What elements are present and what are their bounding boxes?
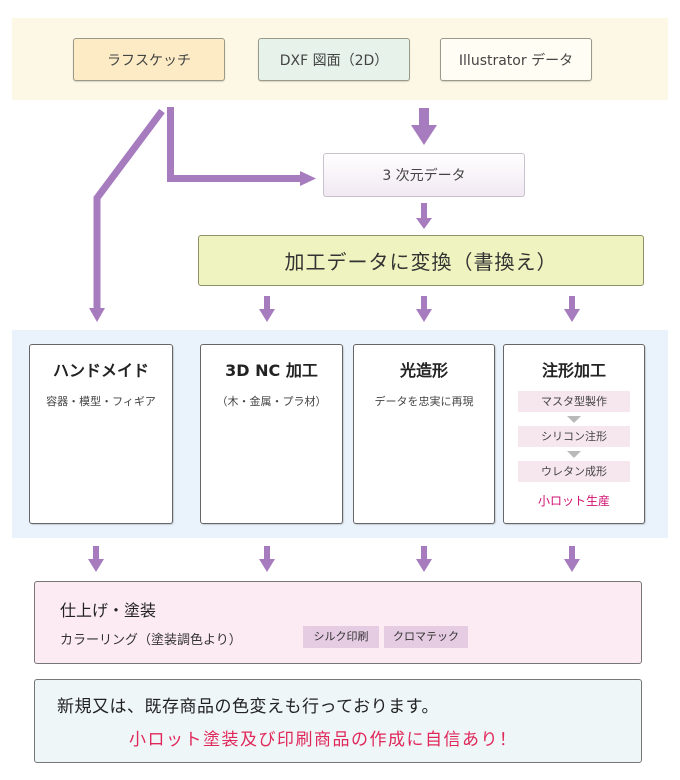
illustrator-data-box: Illustrator データ <box>440 38 592 81</box>
arrow-down-icon <box>259 296 275 322</box>
process-subtitle: 容器・模型・フィギア <box>46 395 156 408</box>
finishing-title: 仕上げ・塗装 <box>60 601 157 620</box>
finishing-subtitle: カラーリング（塗装調色より） <box>60 633 242 648</box>
process-title: ハンドメイド <box>52 361 149 380</box>
process-title: 3D NC 加工 <box>225 361 318 380</box>
arrow-down-icon <box>416 296 432 322</box>
arrow-down-icon <box>89 108 165 322</box>
process-handmade-box: ハンドメイド 容器・模型・フィギア <box>29 344 173 524</box>
conversion-box: 加工データに変換（書換え） <box>198 235 644 286</box>
finishing-box: 仕上げ・塗装 カラーリング（塗装調色より） シルク印刷 クロマテック <box>34 581 642 664</box>
process-subtitle: データを忠実に再現 <box>374 395 474 408</box>
process-title: 光造形 <box>399 361 448 380</box>
rough-sketch-label: ラフスケッチ <box>107 52 191 69</box>
arrow-down-icon <box>564 296 580 322</box>
process-casting-box: 注形加工 マスタ型製作 シリコン注形 ウレタン成形 小ロット生産 <box>503 344 645 524</box>
message-line-1: 新規又は、既存商品の色変えも行っております。 <box>57 697 439 717</box>
finishing-tag: クロマテック <box>384 626 468 648</box>
process-3dnc-box: 3D NC 加工 （木・金属・プラ材） <box>200 344 343 524</box>
casting-step: ウレタン成形 <box>518 461 630 482</box>
message-box: 新規又は、既存商品の色変えも行っております。 小ロット塗装及び印刷商品の作成に自… <box>34 679 642 763</box>
three-d-data-label: 3 次元データ <box>382 168 466 184</box>
arrow-down-icon <box>411 108 437 145</box>
message-line-2: 小ロット塗装及び印刷商品の作成に自信あり！ <box>129 730 518 750</box>
arrow-down-icon <box>416 546 432 572</box>
illustrator-data-label: Illustrator データ <box>458 52 574 69</box>
casting-step: マスタ型製作 <box>518 391 630 412</box>
process-title: 注形加工 <box>541 361 606 380</box>
arrow-down-icon <box>259 546 275 572</box>
triangle-down-icon <box>567 416 581 423</box>
dxf-drawing-label: DXF 図面（2D） <box>279 52 389 69</box>
dxf-drawing-box: DXF 図面（2D） <box>258 38 410 81</box>
arrow-down-icon <box>564 546 580 572</box>
arrow-down-icon <box>416 203 432 229</box>
three-d-data-box: 3 次元データ <box>323 153 525 197</box>
rough-sketch-box: ラフスケッチ <box>73 38 225 81</box>
triangle-down-icon <box>567 451 581 458</box>
process-subtitle: （木・金属・プラ材） <box>216 395 327 408</box>
casting-step: シリコン注形 <box>518 426 630 447</box>
process-stereolithography-box: 光造形 データを忠実に再現 <box>353 344 495 524</box>
conversion-label: 加工データに変換（書換え） <box>284 250 558 274</box>
arrow-right-icon <box>167 107 316 186</box>
small-lot-note: 小ロット生産 <box>537 494 610 508</box>
finishing-tag: シルク印刷 <box>303 626 379 648</box>
arrow-down-icon <box>88 546 104 572</box>
